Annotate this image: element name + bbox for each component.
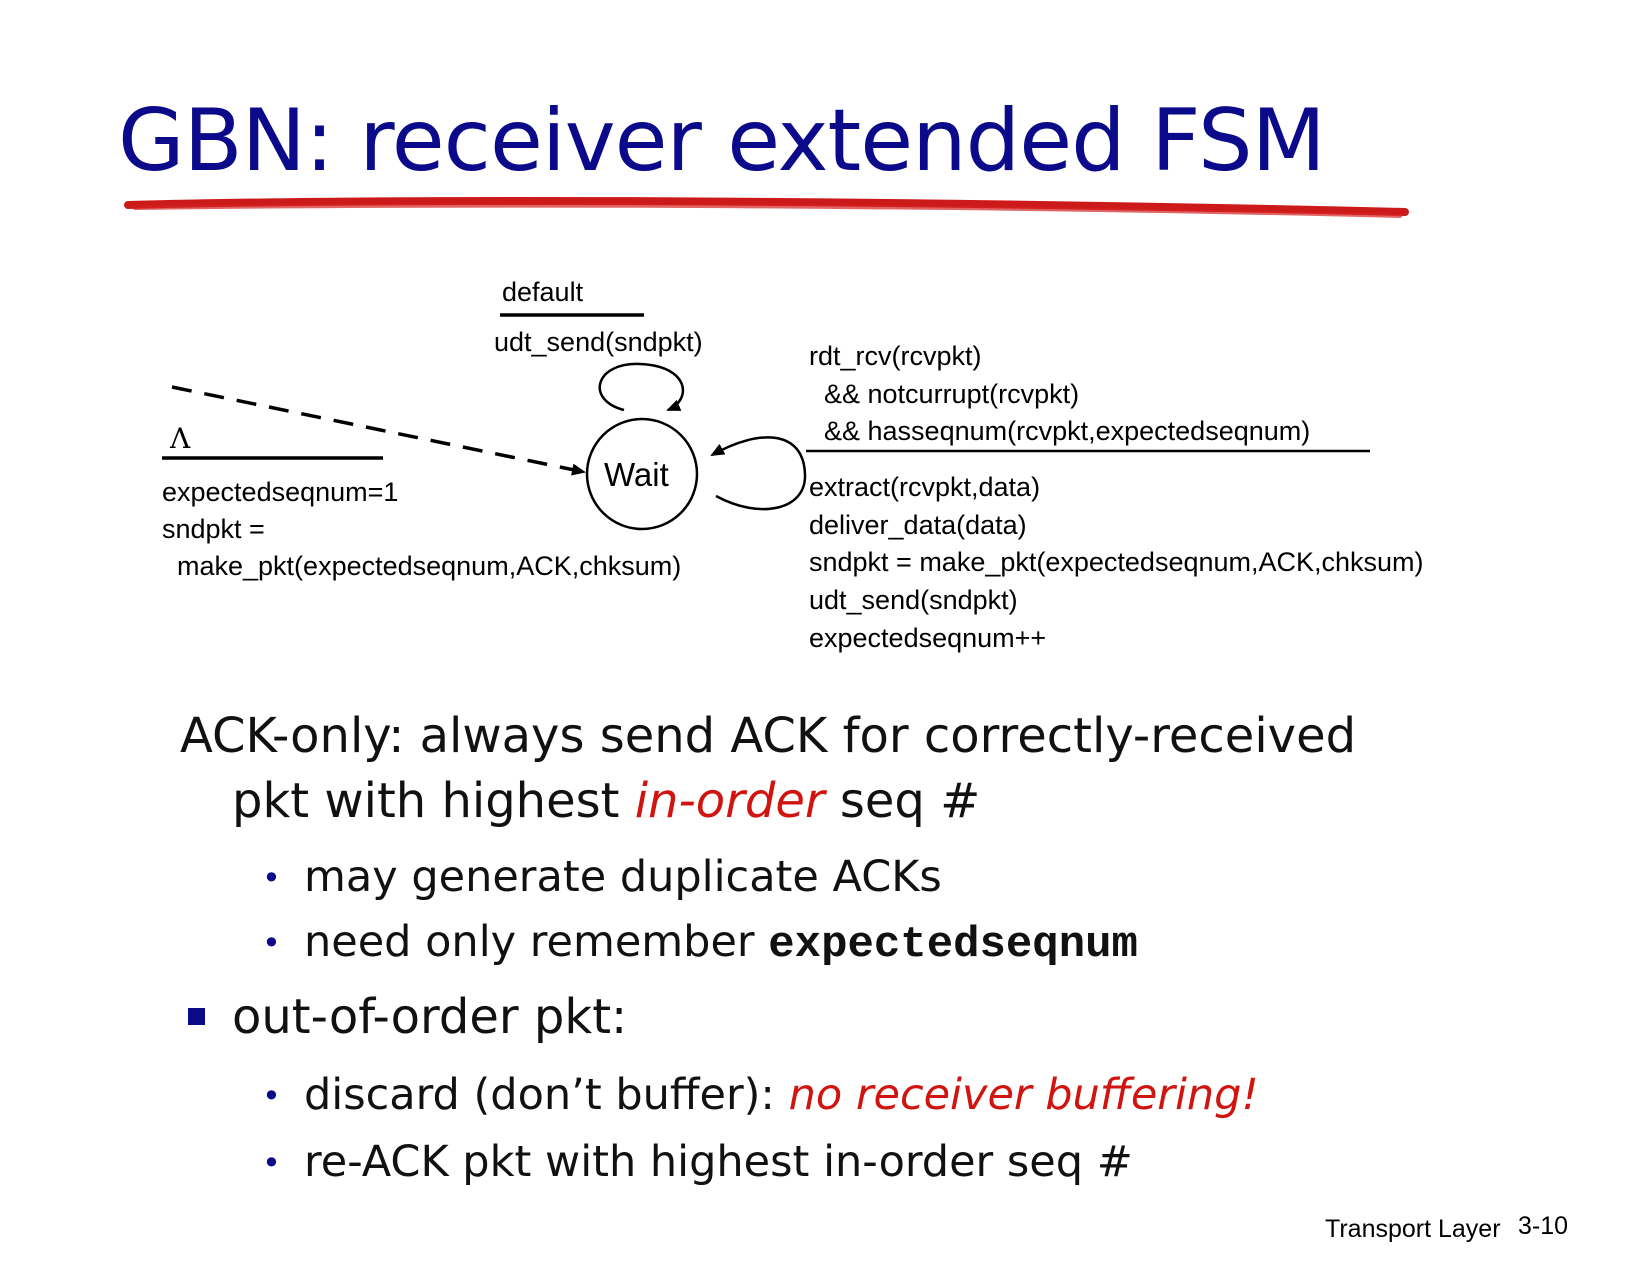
inorder-action-3: sndpkt = make_pkt(expectedseqnum,ACK,chk… bbox=[809, 547, 1424, 577]
sub-bullet-dot-1: • bbox=[262, 859, 281, 897]
slide-title: GBN: receiver extended FSM bbox=[118, 91, 1326, 191]
sub-point-discard: discard (don’t buffer): no receiver buff… bbox=[304, 1074, 1259, 1117]
initial-action-1: expectedseqnum=1 bbox=[162, 477, 399, 507]
wait-state-label: Wait bbox=[604, 456, 669, 493]
point-ack-only-text-2: pkt with highest bbox=[232, 773, 635, 829]
initial-event-lambda: Λ bbox=[170, 422, 191, 455]
square-bullet-icon bbox=[188, 1008, 205, 1025]
inorder-self-loop bbox=[710, 436, 807, 511]
sub-bullet-dot-2: • bbox=[262, 924, 281, 962]
sub-point-re-ack: re-ACK pkt with highest in-order seq # bbox=[304, 1137, 1133, 1187]
initial-transition-arrow bbox=[171, 385, 586, 476]
point-ack-only-line2: pkt with highest in-order seq # bbox=[232, 777, 980, 825]
default-event: default bbox=[502, 277, 584, 307]
default-self-loop bbox=[598, 362, 685, 412]
sub-point-duplicate-acks: may generate duplicate ACKs bbox=[304, 852, 942, 902]
initial-action-3: make_pkt(expectedseqnum,ACK,chksum) bbox=[162, 551, 682, 581]
footer-page-number: 3-10 bbox=[1518, 1212, 1569, 1240]
inorder-action-5: expectedseqnum++ bbox=[809, 623, 1047, 653]
wait-state-circle bbox=[585, 417, 699, 531]
sub-point-remember: need only remember expectedseqnum bbox=[304, 920, 1138, 970]
default-action: udt_send(sndpkt) bbox=[494, 327, 703, 357]
no-buffering-emphasis: no receiver buffering! bbox=[788, 1070, 1259, 1120]
sub-bullet-dot-4: • bbox=[262, 1144, 281, 1182]
title-underline bbox=[124, 196, 1409, 218]
sub-point-discard-text: discard (don’t buffer): bbox=[304, 1070, 789, 1120]
point-out-of-order: out-of-order pkt: bbox=[232, 989, 628, 1045]
footer-label: Transport Layer bbox=[1325, 1215, 1501, 1243]
inorder-action-4: udt_send(sndpkt) bbox=[809, 585, 1018, 615]
point-ack-only-line1: ACK-only: always send ACK for correctly-… bbox=[180, 712, 1356, 760]
inorder-condition-2: && notcurrupt(rcvpkt) bbox=[809, 379, 1080, 409]
expectedseqnum-code: expectedseqnum bbox=[768, 920, 1138, 970]
inorder-condition-3: && hasseqnum(rcvpkt,expectedseqnum) bbox=[809, 416, 1311, 446]
fsm-diagram bbox=[162, 313, 1370, 531]
sub-bullet-dot-3: • bbox=[262, 1077, 281, 1115]
sub-point-remember-text: need only remember bbox=[304, 917, 769, 967]
point-ack-only-text: ACK-only: always send ACK for correctly-… bbox=[180, 708, 1357, 764]
initial-action-2: sndpkt = bbox=[162, 514, 265, 544]
point-ack-only-text-3: seq # bbox=[824, 773, 981, 829]
inorder-condition-1: rdt_rcv(rcvpkt) bbox=[809, 341, 982, 371]
inorder-action-1: extract(rcvpkt,data) bbox=[809, 472, 1041, 502]
in-order-emphasis: in-order bbox=[634, 773, 825, 829]
inorder-action-2: deliver_data(data) bbox=[809, 510, 1027, 540]
